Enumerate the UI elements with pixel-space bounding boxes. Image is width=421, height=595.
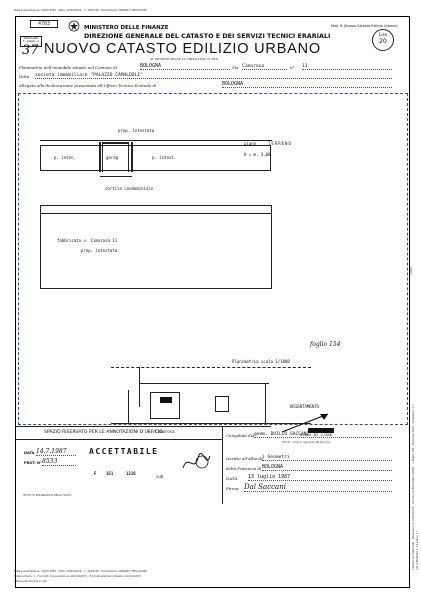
prot-value: 8533: [42, 458, 76, 466]
side-mark: 1000: [409, 267, 413, 275]
garage-door: [100, 171, 132, 177]
orientamento-label: ORIENTAMENTO: [290, 404, 319, 409]
f-value: 151: [106, 471, 114, 476]
corner-number-box: 4783: [30, 20, 58, 28]
plan-label-prop-top: prop. intestata: [118, 128, 155, 133]
data-label: DATA: [24, 451, 35, 455]
allegata-label: Allegata alla dichiarazione presentata a…: [19, 83, 157, 88]
model-label: Mod. B (Nuovo Catasto Edilizio Urbano): [331, 24, 398, 28]
plan-wall: [102, 142, 129, 144]
map-road: [111, 423, 311, 424]
printer-label: ISTITUTO POLIGRAFICO DELLO STATO: [23, 494, 72, 497]
plan-label-garage: garag: [106, 155, 119, 160]
via-value: Cimarosa: [242, 64, 287, 70]
map-building: [215, 396, 229, 412]
f-number: 1216: [126, 471, 136, 476]
civico-label: n°: [290, 65, 295, 70]
signature-scribble-icon: [182, 452, 211, 469]
height-label: H = m. 3,00: [244, 152, 271, 157]
map-line: [139, 383, 269, 384]
plan-wall: [99, 142, 101, 172]
direction-name: DIREZIONE GENERALE DEL CATASTO E DEI SER…: [84, 32, 331, 40]
map-highlight: [160, 397, 172, 403]
provincia-value: BOLOGNA: [262, 465, 392, 471]
prot-label: PROT. N°: [24, 461, 42, 465]
data-value: 14.7.1987: [36, 448, 76, 456]
scale-label: SCALA DI 1/200: [300, 432, 333, 437]
street-label: v. Cimarosa: [148, 429, 175, 434]
data2-label: DATA: [226, 476, 238, 481]
page-title: NUOVO CATASTO EDILIZIO URBANO: [44, 41, 321, 57]
footer-divider: [15, 439, 223, 440]
republic-emblem-icon: [68, 20, 80, 32]
map-line: [265, 383, 266, 423]
side-stamp-left: VIA CIMAROSA n. 11 piano: T;: [416, 531, 419, 570]
sub-label: sub: [156, 474, 164, 479]
plan-fabbricato: [40, 213, 272, 289]
ufficio-value: BOLOGNA: [222, 82, 392, 88]
provincia-label: della Provincia di: [226, 466, 262, 471]
drawing-area: [18, 93, 408, 425]
piano-label: piano: [244, 141, 257, 146]
plan-building: [40, 145, 271, 171]
ditta-value: società immobiliare "PALAZZO CAMALDOLI": [35, 73, 392, 79]
plan-wall: [128, 142, 129, 172]
modulario-stamp: MODULARIO F. - Catasto - 4: [20, 36, 42, 47]
map-line: [139, 367, 140, 407]
footer-divider: [222, 426, 223, 504]
document-frame: [15, 16, 410, 588]
civico-value: 11: [302, 64, 392, 70]
firma-value: Dal Saccani: [244, 483, 392, 492]
top-stamp: Data presentazione: 14/07/1987 - Data: 1…: [14, 9, 148, 12]
plan-wall: [40, 205, 41, 213]
ditta-label: Ditta: [19, 74, 30, 79]
lire-stamp: Lire 20: [372, 29, 394, 51]
titolo-hint: (Titolo, nome e cognome del tecnico): [282, 441, 331, 444]
ministry-name: MINISTERO DELLE FINANZE: [84, 25, 169, 31]
accettabile-stamp: ACCETTABILE: [89, 447, 159, 456]
firma-label: Firma:: [226, 486, 240, 491]
f-label: F: [94, 471, 97, 476]
plan-label-p-intest: p. intest.: [152, 155, 177, 160]
map-line: [111, 367, 311, 368]
piano-value: TERRENO: [268, 141, 292, 146]
plan-wall: [40, 205, 272, 206]
bottom-stamp-3: Ultima planimetria in atti: [14, 580, 47, 583]
planimetria-label: Planimetria dell'immobile situato nel Co…: [19, 65, 118, 70]
plan-wall: [271, 205, 272, 213]
data2-value: 13 luglio 1987: [248, 475, 392, 481]
map-building: [150, 392, 180, 419]
iscritto-value: i Geometri: [262, 455, 392, 461]
map-scale-label: Planimetria scala 1/1000: [232, 359, 290, 364]
plan-label-fabbricato: fabbricato v. Cimarosa 11: [57, 238, 118, 243]
via-label: Via: [232, 65, 239, 70]
plan-label-p-intes: p. intes.: [54, 155, 76, 160]
plan-label-prop-bottom: prop. intestata: [81, 248, 118, 253]
compilata-label: Compilata dal: [226, 433, 255, 438]
plan-wall: [40, 140, 272, 141]
footer-divider: [15, 426, 223, 427]
side-stamp-right: Catasto dei Fabbricati - Situazione al 1…: [412, 403, 415, 570]
map-line: [128, 390, 129, 423]
plan-wall: [131, 142, 133, 172]
foglio-label: foglio 154: [310, 341, 341, 348]
bottom-stamp-2: Totale schede: 1 - Formato di acquisizio…: [14, 575, 142, 578]
bottom-stamp-1: Data presentazione: 14/07/1987 - Data: 1…: [14, 570, 148, 573]
reserved-space-label: SPAZIO RISERVATO PER LE ANNOTAZIONI D'UF…: [44, 430, 163, 435]
iscritto-label: Iscritto all'Albo de: [226, 456, 264, 461]
corner-number: 4783: [37, 21, 51, 27]
comune-value: BOLOGNA: [140, 64, 230, 70]
law-reference: (R. DECRETO-LEGGE 13 APRILE 1939, N. 652…: [150, 57, 219, 61]
handwritten-number: 37: [22, 43, 39, 58]
plan-label-cortile: cortile condominiale: [105, 186, 154, 191]
north-arrow-icon: [281, 413, 334, 433]
plan-wall: [102, 142, 103, 172]
compilata-value: geom. DUILIO SACCANI: [254, 432, 392, 438]
